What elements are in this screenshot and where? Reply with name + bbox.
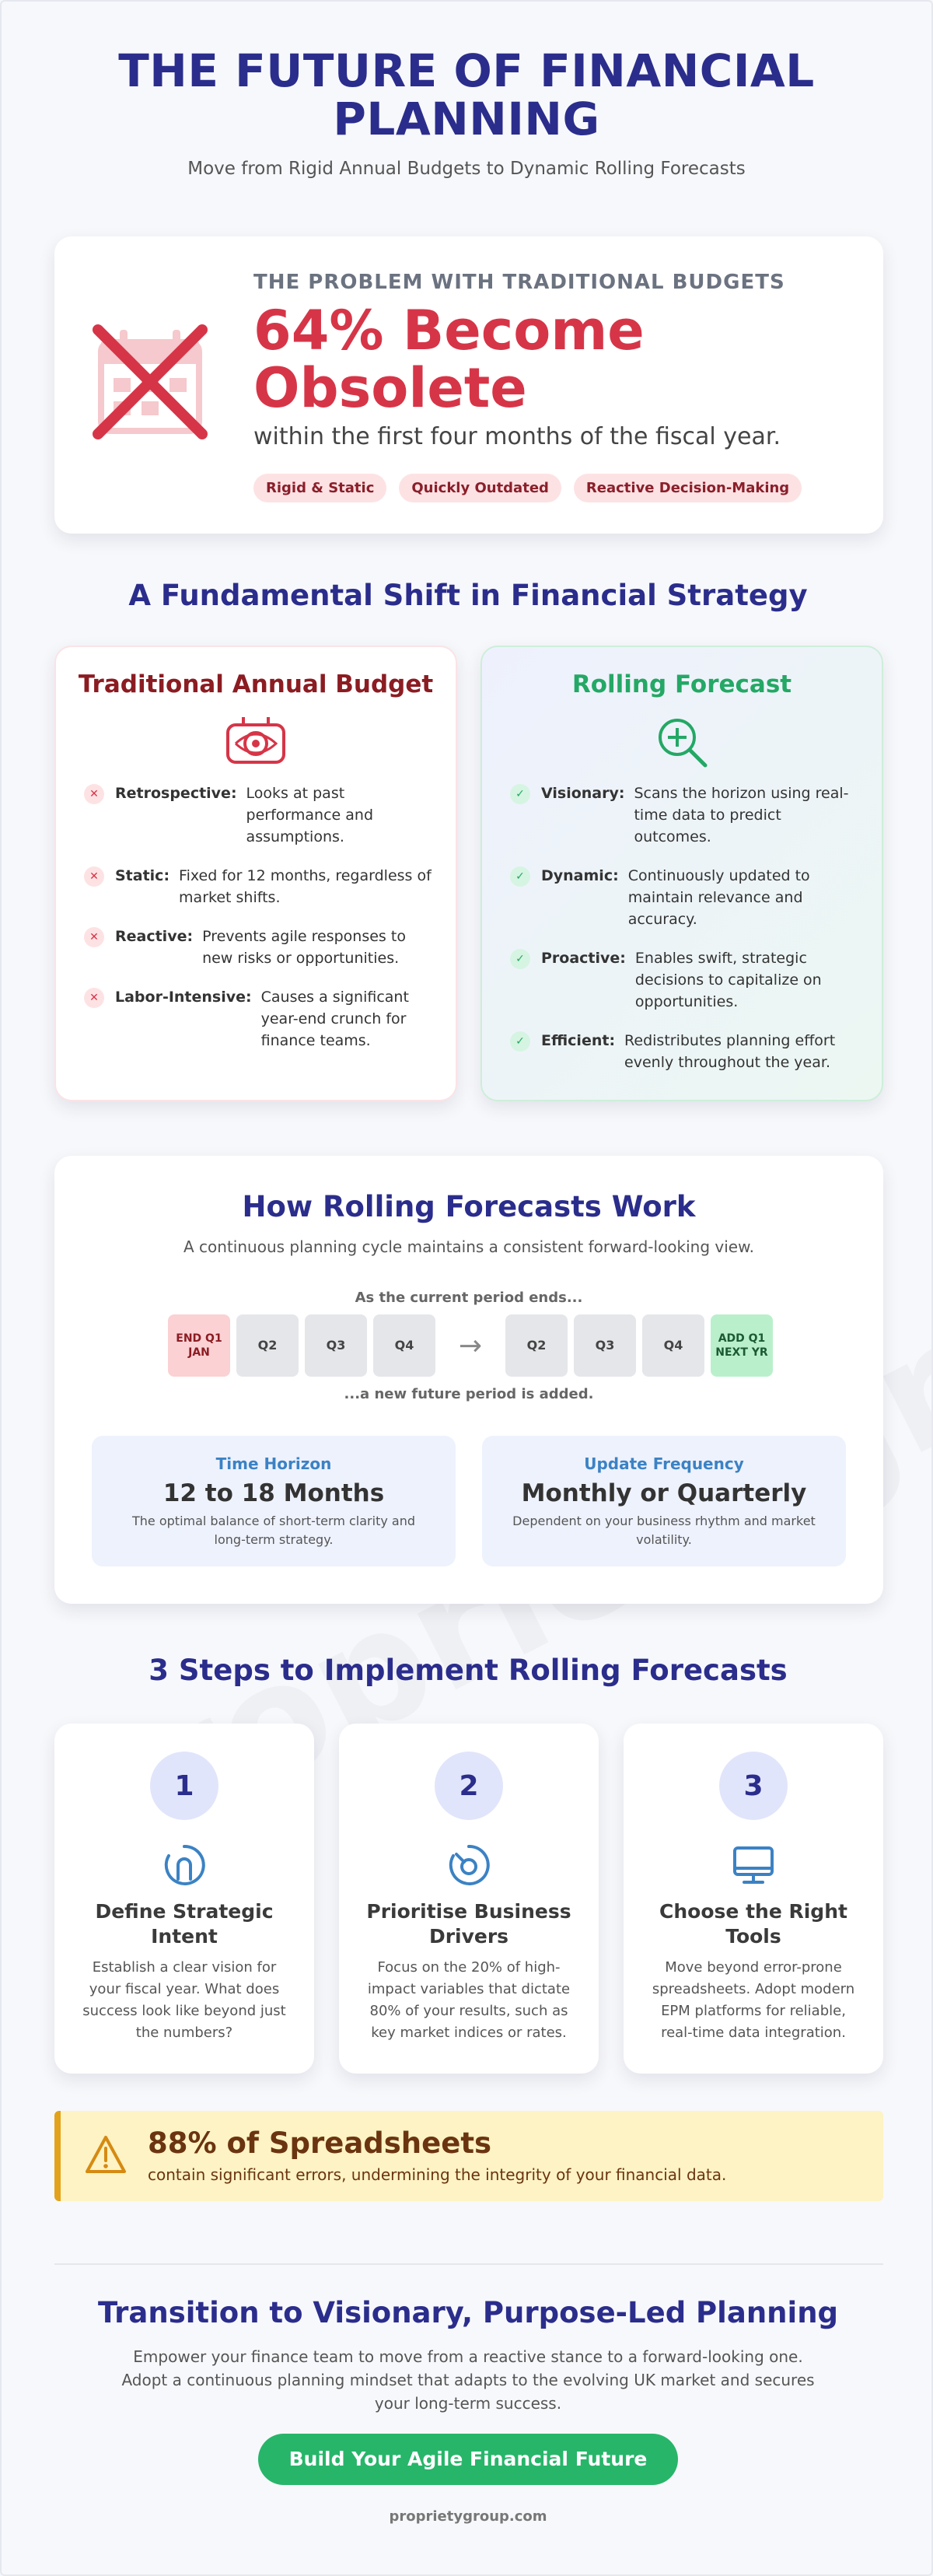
cross-icon: ✕ (84, 927, 104, 947)
quarter-q3: Q3 (305, 1314, 367, 1377)
gauge-icon (446, 1842, 492, 1888)
step-number: 1 (150, 1752, 218, 1820)
problem-card: THE PROBLEM WITH TRADITIONAL BUDGETS 64%… (54, 236, 883, 534)
problem-tags: Rigid & Static Quickly Outdated Reactive… (253, 474, 844, 502)
how-lead: A continuous planning cycle maintains a … (183, 1237, 754, 1256)
traditional-budget-card: Traditional Annual Budget ✕Retrospective… (54, 646, 457, 1101)
warning-title: 88% of Spreadsheets (148, 2126, 492, 2160)
problem-kicker: THE PROBLEM WITH TRADITIONAL BUDGETS (253, 271, 785, 294)
steps-section-title: 3 Steps to Implement Rolling Forecasts (149, 1654, 788, 1687)
magnifier-plus-icon (651, 714, 713, 768)
check-icon: ✓ (510, 866, 530, 887)
how-title: How Rolling Forecasts Work (242, 1190, 696, 1223)
list-item: ✓Dynamic:Continuously updated to maintai… (510, 865, 861, 930)
check-icon: ✓ (510, 949, 530, 969)
list-item: ✕Retrospective:Looks at past performance… (84, 782, 435, 848)
step-description: Establish a clear vision for your fiscal… (82, 1959, 286, 2041)
quarter-q4: Q4 (373, 1314, 435, 1377)
divider (54, 2263, 883, 2265)
step-description: Move beyond error-prone spreadsheets. Ad… (652, 1959, 855, 2041)
warning-text: contain significant errors, undermining … (148, 2165, 727, 2184)
tag-quickly-outdated: Quickly Outdated (399, 474, 561, 502)
check-icon: ✓ (510, 1031, 530, 1052)
problem-description: within the first four months of the fisc… (253, 423, 781, 450)
rolling-forecast-card: Rolling Forecast ✓Visionary:Scans the ho… (480, 646, 883, 1101)
how-it-works-card: How Rolling Forecasts Work A continuous … (54, 1156, 883, 1604)
build-future-button[interactable]: Build Your Agile Financial Future (258, 2434, 678, 2485)
cta-title: Transition to Visionary, Purpose-Led Pla… (97, 2296, 839, 2329)
quarter-q2: Q2 (236, 1314, 299, 1377)
step-card-2: 2 Prioritise Business Drivers Focus on t… (339, 1724, 599, 2074)
list-item: ✓Proactive:Enables swift, strategic deci… (510, 947, 861, 1013)
cross-icon: ✕ (84, 866, 104, 887)
cta-body: Empower your finance team to move from a… (121, 2347, 815, 2413)
quarter-next-q3: Q3 (574, 1314, 636, 1377)
before-caption: As the current period ends... (355, 1290, 583, 1306)
step-number: 3 (719, 1752, 788, 1820)
list-item: ✓Visionary:Scans the horizon using real-… (510, 782, 861, 848)
monitor-icon (730, 1842, 777, 1888)
metric-update-frequency: Update Frequency Monthly or Quarterly De… (482, 1436, 846, 1566)
list-item: ✓Efficient:Redistributes planning effort… (510, 1030, 861, 1073)
step-title: Prioritise Business Drivers (366, 1900, 571, 1948)
traditional-title: Traditional Annual Budget (78, 670, 434, 698)
spreadsheet-warning: 88% of Spreadsheets contain significant … (54, 2111, 883, 2201)
problem-text: THE PROBLEM WITH TRADITIONAL BUDGETS 64%… (253, 271, 844, 502)
tag-reactive: Reactive Decision-Making (573, 474, 802, 502)
quarter-next-q2: Q2 (505, 1314, 568, 1377)
page-title: THE FUTURE OF FINANCIAL PLANNING (118, 44, 815, 145)
step-card-1: 1 Define Strategic Intent Establish a cl… (54, 1724, 314, 2074)
target-icon (161, 1842, 208, 1888)
arrow-right-icon: → (458, 1329, 483, 1362)
check-icon: ✓ (510, 784, 530, 804)
problem-headline: 64% Become Obsolete (253, 299, 645, 420)
traditional-list: ✕Retrospective:Looks at past performance… (56, 782, 456, 1052)
rolling-title: Rolling Forecast (571, 670, 792, 698)
rolling-list: ✓Visionary:Scans the horizon using real-… (482, 782, 882, 1073)
warning-triangle-icon (84, 2134, 128, 2175)
rearview-eye-icon (225, 714, 287, 768)
step-description: Focus on the 20% of high-impact variable… (367, 1959, 571, 2041)
list-item: ✕Reactive:Prevents agile responses to ne… (84, 926, 435, 969)
cross-icon: ✕ (84, 988, 104, 1008)
crossed-out-calendar-icon (92, 324, 208, 440)
list-item: ✕Labor-Intensive:Causes a significant ye… (84, 986, 435, 1052)
hero-header: THE FUTURE OF FINANCIAL PLANNING Move fr… (2, 2, 931, 179)
step-title: Choose the Right Tools (659, 1900, 847, 1948)
shift-section-title: A Fundamental Shift in Financial Strateg… (128, 579, 808, 612)
step-number: 2 (435, 1752, 503, 1820)
list-item: ✕Static:Fixed for 12 months, regardless … (84, 865, 435, 908)
tag-rigid-static: Rigid & Static (253, 474, 387, 502)
step-title: Define Strategic Intent (95, 1900, 274, 1948)
cross-icon: ✕ (84, 784, 104, 804)
footer-link[interactable]: proprietygroup.com (389, 2508, 547, 2525)
step-card-3: 3 Choose the Right Tools Move beyond err… (624, 1724, 883, 2074)
cta-section: Transition to Visionary, Purpose-Led Pla… (2, 2296, 931, 2525)
page-subtitle: Move from Rigid Annual Budgets to Dynami… (187, 159, 746, 179)
metric-time-horizon: Time Horizon 12 to 18 Months The optimal… (92, 1436, 456, 1566)
after-caption: ...a new future period is added. (344, 1386, 594, 1402)
quarter-next-q4: Q4 (642, 1314, 704, 1377)
